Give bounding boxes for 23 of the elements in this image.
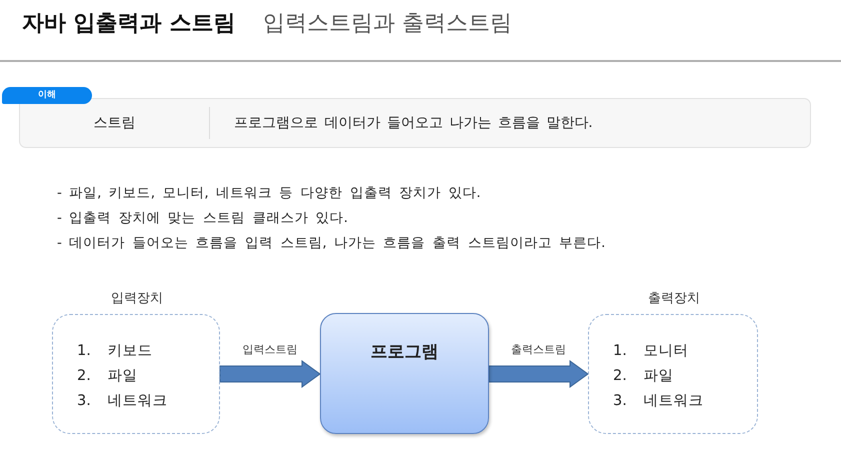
definition-text: 프로그램으로 데이터가 들어오고 나가는 흐름을 말한다. [234,114,593,132]
list-item: 3. 네트워크 [77,392,168,410]
term-text: 스트림 [92,114,136,132]
block-arrow [488,360,589,388]
list-item: 1. 모니터 [613,342,688,360]
tag-badge: 이해 [2,87,92,104]
list-item: 3. 네트워크 [613,392,704,410]
edge-label: 출력스트림 [510,342,567,357]
bullet-text: - 파일, 키보드, 모니터, 네트워크 등 다양한 입출력 장치가 있다. [57,184,481,202]
subtitle: 입력스트림과 출력스트림 [263,10,512,38]
box-heading: 출력장치 [647,290,701,307]
title: 자바 입출력과 스트림 [22,10,236,38]
box-heading: 입력장치 [110,290,164,307]
box-title: 프로그램 [370,341,440,363]
block-arrow [220,360,321,388]
bullet-text: - 입출력 장치에 맞는 스트림 클래스가 있다. [57,209,348,227]
list-item: 2. 파일 [613,367,674,385]
bullet-text: - 데이터가 들어오는 흐름을 입력 스트림, 나가는 흐름을 출력 스트림이라고 부른다. [57,234,606,252]
list-item: 1. 키보드 [77,342,152,360]
program-box [320,313,489,434]
edge-label: 입력스트림 [242,342,298,357]
list-item: 2. 파일 [77,367,138,385]
definition-card [19,98,811,148]
